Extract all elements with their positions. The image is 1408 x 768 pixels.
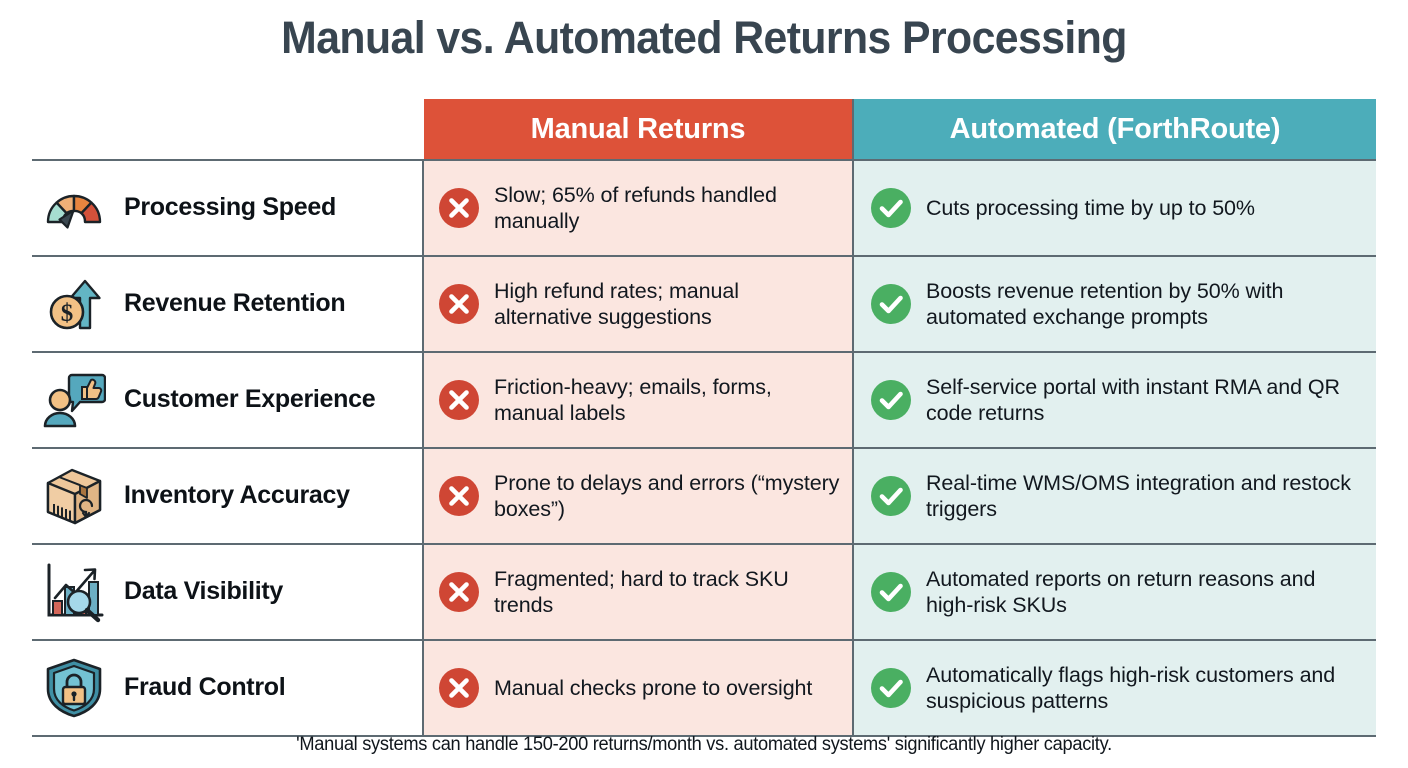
table-row: Processing Speed Slow; 65% of refunds ha… bbox=[32, 161, 1376, 257]
feature-cell-processing-speed: Processing Speed bbox=[32, 161, 424, 257]
header-cell-feature bbox=[32, 99, 424, 159]
check-mark-icon bbox=[870, 667, 912, 709]
feature-label: Processing Speed bbox=[124, 193, 336, 222]
automated-text: Self-service portal with instant RMA and… bbox=[926, 374, 1340, 425]
check-mark-icon bbox=[870, 379, 912, 421]
dollar-coin-up-arrow-icon: $ bbox=[42, 272, 106, 336]
speedometer-icon bbox=[42, 176, 106, 240]
x-mark-icon bbox=[438, 187, 480, 229]
x-mark-icon bbox=[438, 667, 480, 709]
manual-text: High refund rates; manual alternative su… bbox=[494, 278, 739, 329]
feature-cell-customer-experience: Customer Experience bbox=[32, 353, 424, 449]
x-mark-icon bbox=[438, 283, 480, 325]
automated-text: Automatically flags high-risk customers … bbox=[926, 662, 1336, 713]
header-cell-manual: Manual Returns bbox=[424, 99, 854, 159]
automated-text: Real-time WMS/OMS integration and restoc… bbox=[926, 470, 1351, 521]
table-header-row: Manual Returns Automated (ForthRoute) bbox=[32, 99, 1376, 161]
manual-cell: Prone to delays and errors (“mystery box… bbox=[424, 449, 854, 545]
header-manual-label: Manual Returns bbox=[530, 112, 746, 145]
manual-text: Manual checks prone to oversight bbox=[494, 675, 813, 700]
feature-cell-inventory-accuracy: Inventory Accuracy bbox=[32, 449, 424, 545]
manual-text: Friction-heavy; emails, forms, manual la… bbox=[494, 374, 772, 425]
check-mark-icon bbox=[870, 571, 912, 613]
customer-thumbs-up-icon bbox=[42, 368, 106, 432]
automated-cell: Automatically flags high-risk customers … bbox=[854, 641, 1376, 737]
header-automated-label: Automated (ForthRoute) bbox=[949, 112, 1281, 145]
header-cell-automated: Automated (ForthRoute) bbox=[854, 99, 1376, 159]
shield-lock-icon bbox=[42, 656, 106, 720]
feature-label: Fraud Control bbox=[124, 673, 286, 702]
table-row: $ Revenue Retention High refund rates; m… bbox=[32, 257, 1376, 353]
automated-text: Cuts processing time by up to 50% bbox=[926, 195, 1255, 220]
feature-cell-revenue-retention: $ Revenue Retention bbox=[32, 257, 424, 353]
manual-cell: High refund rates; manual alternative su… bbox=[424, 257, 854, 353]
automated-text: Automated reports on return reasons and … bbox=[926, 566, 1316, 617]
check-mark-icon bbox=[870, 283, 912, 325]
feature-label: Inventory Accuracy bbox=[124, 481, 350, 510]
manual-cell: Slow; 65% of refunds handled manually bbox=[424, 161, 854, 257]
footnote: 'Manual systems can handle 150-200 retur… bbox=[296, 734, 1112, 755]
table-row: Fraud Control Manual checks prone to ove… bbox=[32, 641, 1376, 737]
comparison-table: Manual Returns Automated (ForthRoute) bbox=[32, 99, 1376, 737]
automated-cell: Self-service portal with instant RMA and… bbox=[854, 353, 1376, 449]
automated-cell: Automated reports on return reasons and … bbox=[854, 545, 1376, 641]
x-mark-icon bbox=[438, 475, 480, 517]
feature-label: Customer Experience bbox=[124, 385, 376, 414]
table-row: Inventory Accuracy Prone to delays and e… bbox=[32, 449, 1376, 545]
manual-cell: Friction-heavy; emails, forms, manual la… bbox=[424, 353, 854, 449]
automated-text: Boosts revenue retention by 50% with aut… bbox=[926, 278, 1284, 329]
svg-text:$: $ bbox=[61, 300, 74, 327]
check-mark-icon bbox=[870, 475, 912, 517]
manual-text: Fragmented; hard to track SKU trends bbox=[494, 566, 789, 617]
feature-cell-fraud-control: Fraud Control bbox=[32, 641, 424, 737]
feature-cell-data-visibility: Data Visibility bbox=[32, 545, 424, 641]
manual-text: Prone to delays and errors (“mystery box… bbox=[494, 470, 840, 521]
automated-cell: Cuts processing time by up to 50% bbox=[854, 161, 1376, 257]
feature-label: Revenue Retention bbox=[124, 289, 346, 318]
manual-cell: Manual checks prone to oversight bbox=[424, 641, 854, 737]
feature-label: Data Visibility bbox=[124, 577, 283, 606]
x-mark-icon bbox=[438, 379, 480, 421]
automated-cell: Boosts revenue retention by 50% with aut… bbox=[854, 257, 1376, 353]
page-title: Manual vs. Automated Returns Processing bbox=[281, 12, 1127, 63]
table-row: Data Visibility Fragmented; hard to trac… bbox=[32, 545, 1376, 641]
bar-chart-magnifier-icon bbox=[42, 560, 106, 624]
return-box-icon bbox=[42, 464, 106, 528]
automated-cell: Real-time WMS/OMS integration and restoc… bbox=[854, 449, 1376, 545]
table-row: Customer Experience Friction-heavy; emai… bbox=[32, 353, 1376, 449]
manual-cell: Fragmented; hard to track SKU trends bbox=[424, 545, 854, 641]
check-mark-icon bbox=[870, 187, 912, 229]
x-mark-icon bbox=[438, 571, 480, 613]
manual-text: Slow; 65% of refunds handled manually bbox=[494, 182, 777, 233]
